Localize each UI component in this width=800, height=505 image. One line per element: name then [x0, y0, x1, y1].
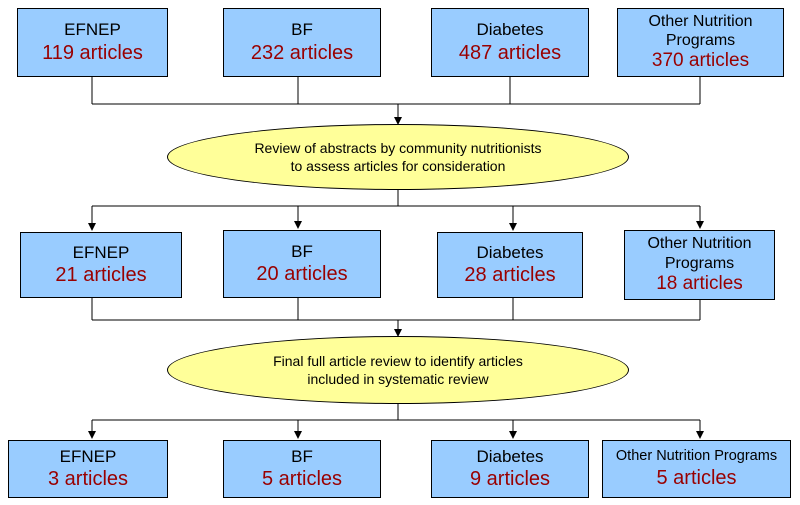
- box-label: EFNEP: [64, 20, 121, 40]
- stage3-efnep-box: EFNEP 3 articles: [8, 440, 168, 498]
- review-text-line2: to assess articles for consideration: [290, 158, 506, 174]
- article-count: 18 articles: [656, 272, 743, 294]
- stage2-bf-box: BF 20 articles: [223, 230, 381, 298]
- box-label: BF: [291, 20, 313, 40]
- article-count: 487 articles: [458, 41, 562, 64]
- article-count: 232 articles: [250, 41, 354, 64]
- stage1-diabetes-box: Diabetes 487 articles: [431, 8, 589, 77]
- box-label: EFNEP: [72, 242, 130, 262]
- box-label: Diabetes: [476, 20, 544, 40]
- article-count: 3 articles: [47, 468, 129, 491]
- review-text-line2: included in systematic review: [307, 371, 489, 387]
- stage1-other-box: Other Nutrition Programs 370 articles: [617, 8, 784, 77]
- box-label: BF: [291, 241, 313, 261]
- stage3-bf-box: BF 5 articles: [223, 440, 381, 498]
- article-count: 9 articles: [469, 468, 551, 491]
- full-article-review-ellipse: Final full article review to identify ar…: [167, 336, 629, 404]
- box-label: Other Nutrition Programs: [615, 448, 778, 465]
- box-label: Diabetes: [476, 242, 544, 262]
- article-count: 28 articles: [464, 264, 556, 287]
- article-count: 5 articles: [261, 468, 343, 491]
- box-label: Other Nutrition Programs: [648, 12, 753, 50]
- stage2-other-box: Other Nutrition Programs 18 articles: [624, 230, 775, 300]
- stage2-efnep-box: EFNEP 21 articles: [20, 232, 182, 298]
- box-label: Diabetes: [476, 446, 544, 466]
- box-label: EFNEP: [59, 446, 117, 466]
- stage1-bf-box: BF 232 articles: [223, 8, 381, 77]
- article-count: 119 articles: [42, 41, 143, 64]
- article-count: 20 articles: [256, 263, 348, 286]
- stage3-other-box: Other Nutrition Programs 5 articles: [602, 440, 791, 498]
- review-text-line1: Final full article review to identify ar…: [273, 352, 523, 369]
- article-count: 370 articles: [651, 50, 750, 72]
- stage2-diabetes-box: Diabetes 28 articles: [437, 232, 583, 298]
- stage3-diabetes-box: Diabetes 9 articles: [431, 440, 589, 498]
- review-text-line1: Review of abstracts by community nutriti…: [254, 139, 542, 156]
- article-count: 21 articles: [55, 264, 147, 287]
- article-count: 5 articles: [656, 466, 737, 489]
- box-label: BF: [291, 446, 313, 466]
- abstract-review-ellipse: Review of abstracts by community nutriti…: [167, 124, 629, 190]
- stage1-efnep-box: EFNEP 119 articles: [17, 8, 168, 77]
- box-label: Other Nutrition Programs: [647, 235, 752, 272]
